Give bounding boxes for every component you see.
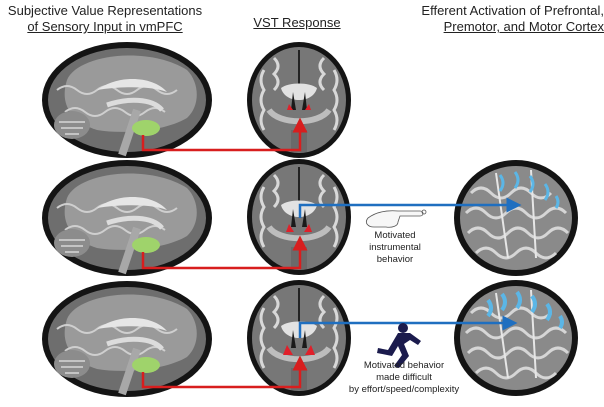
header-vmpfc-line2: of Sensory Input in vmPFC xyxy=(27,19,183,34)
vmpfc-to-vst-arrow-row3 xyxy=(141,355,308,389)
behavior-label-instrumental: Motivated instrumental behavior xyxy=(350,230,440,266)
vmpfc-brain-row3 xyxy=(42,281,212,397)
vmpfc-brain-row1 xyxy=(42,42,212,158)
behavior-label-difficult-line2: made difficult xyxy=(376,372,432,383)
cortex-highlight xyxy=(486,290,564,330)
vmpfc-highlight xyxy=(132,237,160,253)
header-cortex: Efferent Activation of Prefrontal, Premo… xyxy=(392,3,604,35)
cortex-brain-row3 xyxy=(452,278,580,398)
brain-sagittal-icon xyxy=(42,281,212,397)
behavior-label-difficult-line3: by effort/speed/complexity xyxy=(348,384,460,395)
header-vmpfc: Subjective Value Representations of Sens… xyxy=(0,3,210,35)
header-vmpfc-line1: Subjective Value Representations xyxy=(7,3,203,18)
vmpfc-brain-row2 xyxy=(42,160,212,276)
vmpfc-highlight xyxy=(132,120,160,136)
cortex-brain-row2 xyxy=(452,158,580,278)
vst-brain-row2 xyxy=(247,159,351,275)
vmpfc-to-vst-arrow-row2 xyxy=(141,235,308,270)
vmpfc-highlight xyxy=(132,357,160,373)
behavior-label-instrumental-line1: Motivated xyxy=(374,230,416,241)
header-cortex-line2: Premotor, and Motor Cortex xyxy=(443,19,604,34)
brain-sagittal-icon xyxy=(42,160,212,276)
behavior-label-instrumental-line3: behavior xyxy=(376,254,414,265)
header-vst: VST Response xyxy=(222,15,372,31)
brain-lateral-icon xyxy=(452,278,580,398)
pointing-hand-icon xyxy=(366,209,427,228)
behavior-label-difficult-line1: Motivated behavior xyxy=(363,360,445,371)
cortex-highlight xyxy=(498,171,560,209)
vst-to-cortex-arrow-row3 xyxy=(298,315,518,338)
vst-brain-row3 xyxy=(247,280,351,396)
header-cortex-line1: Efferent Activation of Prefrontal, xyxy=(421,3,604,18)
vst-brain-row1 xyxy=(247,42,351,158)
behavior-label-instrumental-line2: instrumental xyxy=(369,242,421,253)
header-vst-line1: VST Response xyxy=(253,15,341,30)
brain-sagittal-icon xyxy=(42,42,212,158)
behavior-label-difficult: Motivated behavior made difficult by eff… xyxy=(344,360,464,396)
vst-to-cortex-arrow-row2 xyxy=(298,197,522,218)
vmpfc-to-vst-arrow-row1 xyxy=(141,117,308,152)
running-figure-icon xyxy=(377,323,421,368)
brain-lateral-icon xyxy=(452,158,580,278)
